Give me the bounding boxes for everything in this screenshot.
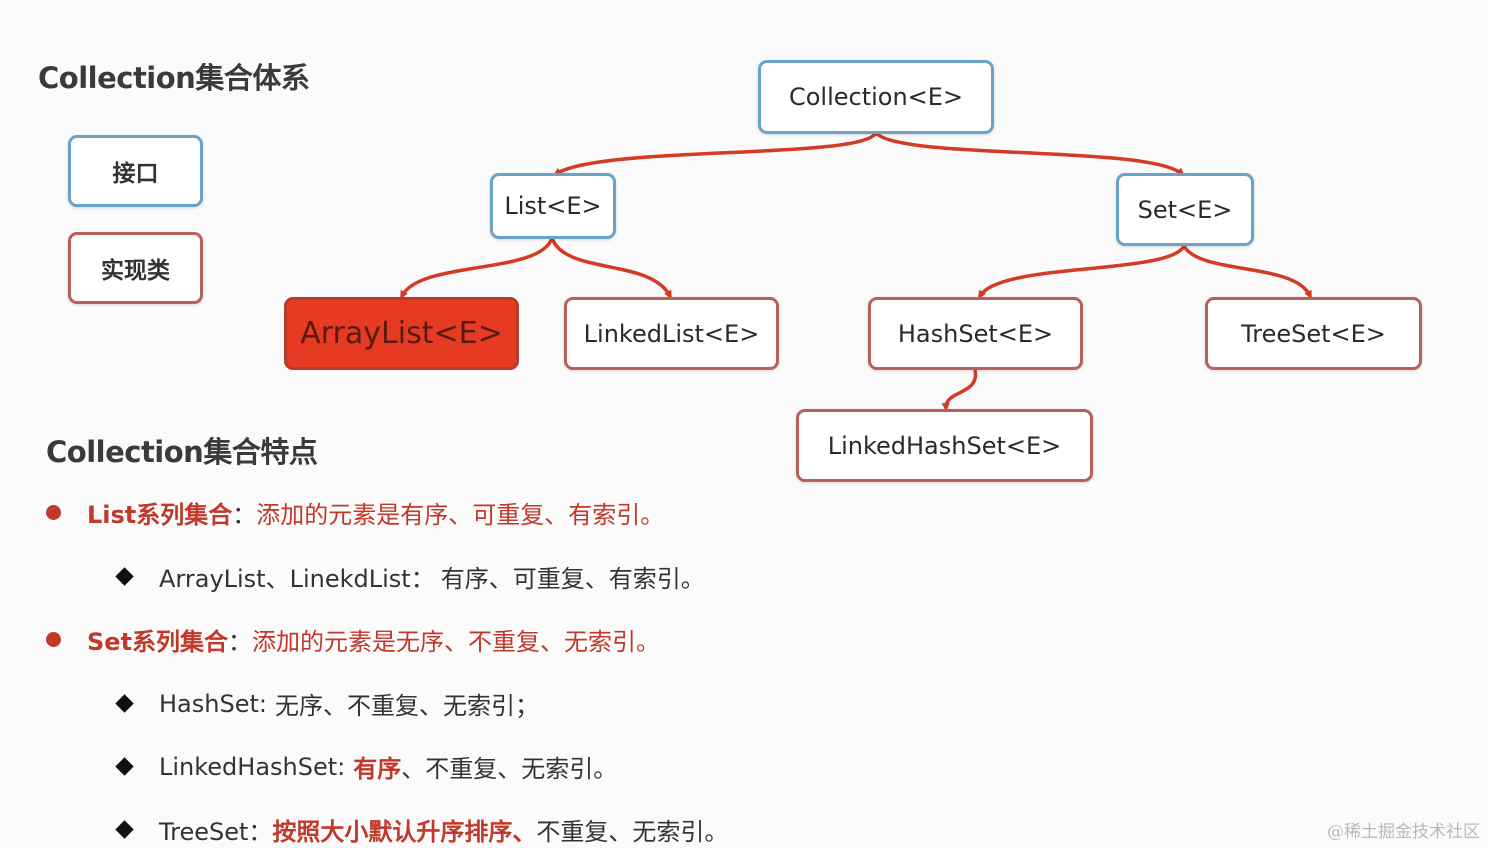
linkedhashset-feature-row: LinkedHashSet: 有序 、不重复、无索引。: [115, 749, 618, 784]
set-feature-desc: 添加的元素是无序、不重复、无索引。: [252, 628, 661, 656]
list-feature-row: List系列集合 ： 添加的元素是有序、可重复、有索引。: [46, 495, 664, 530]
arraylist-feature-label: ArrayList、LinekdList：: [159, 565, 435, 593]
bullet-dot-icon: [46, 505, 61, 520]
node-hashset: HashSet<E>: [868, 297, 1083, 370]
set-feature-row: Set系列集合 ： 添加的元素是无序、不重复、无索引。: [46, 622, 660, 657]
watermark-text: @稀土掘金技术社区: [1327, 822, 1480, 842]
treeset-feature-desc: 不重复、无索引。: [536, 818, 729, 846]
set-feature-colon: ：: [228, 628, 253, 656]
edge-set-hashset: [977, 244, 1186, 300]
treeset-feature-row: TreeSet： 按照大小默认升序排序、 不重复、无索引。: [115, 812, 729, 847]
treeset-feature-highlight: 按照大小默认升序排序、: [272, 818, 537, 846]
list-feature-desc: 添加的元素是有序、可重复、有索引。: [256, 501, 665, 529]
bullet-diamond-icon: [115, 567, 134, 586]
hashset-feature-label: HashSet:: [159, 689, 267, 718]
edge-set-treeset: [1182, 244, 1312, 300]
bullet-dot-icon: [46, 632, 61, 647]
bullet-diamond-icon: [115, 757, 134, 776]
edge-collection-list: [552, 131, 878, 177]
legend-implementation-box: 实现类: [68, 232, 203, 304]
hierarchy-title: Collection集合体系: [38, 61, 310, 95]
node-linkedhashset: LinkedHashSet<E>: [796, 409, 1093, 482]
arraylist-feature-desc: 有序、可重复、有索引。: [440, 565, 705, 593]
features-title: Collection集合特点: [46, 435, 318, 469]
node-collection: Collection<E>: [758, 60, 994, 134]
hashset-feature-desc: 无序、不重复、无索引；: [274, 692, 539, 720]
node-linkedlist: LinkedList<E>: [564, 297, 779, 370]
edge-list-arraylist: [400, 237, 554, 300]
list-feature-label: List系列集合: [87, 501, 233, 529]
node-treeset: TreeSet<E>: [1205, 297, 1422, 370]
node-collection-label: Collection<E>: [788, 83, 964, 111]
node-linkedlist-label: LinkedList<E>: [583, 319, 760, 348]
node-list: List<E>: [490, 173, 616, 239]
legend-interface-label: 接口: [112, 161, 159, 187]
node-arraylist-label: ArrayList<E>: [300, 316, 503, 351]
edge-list-linkedlist: [550, 237, 672, 300]
linkedhashset-feature-highlight: 有序: [353, 755, 402, 783]
set-feature-label: Set系列集合: [87, 628, 229, 656]
node-set: Set<E>: [1116, 173, 1254, 246]
node-arraylist: ArrayList<E>: [284, 297, 519, 370]
edge-hashset-linkedhashset: [941, 369, 978, 412]
treeset-feature-label: TreeSet：: [159, 818, 273, 846]
legend-implementation-label: 实现类: [101, 258, 170, 284]
list-feature-colon: ：: [232, 501, 257, 529]
node-set-label: Set<E>: [1137, 195, 1233, 224]
arraylist-feature-row: ArrayList、LinekdList： 有序、可重复、有索引。: [115, 559, 705, 594]
linkedhashset-feature-label: LinkedHashSet:: [159, 752, 346, 781]
edge-collection-set: [874, 131, 1185, 177]
bullet-diamond-icon: [115, 694, 134, 713]
bullet-diamond-icon: [115, 820, 134, 839]
node-hashset-label: HashSet<E>: [897, 319, 1054, 348]
node-list-label: List<E>: [504, 192, 602, 220]
linkedhashset-feature-desc: 、不重复、无索引。: [401, 755, 618, 783]
node-linkedhashset-label: LinkedHashSet<E>: [827, 431, 1062, 460]
legend-interface-box: 接口: [68, 135, 203, 207]
node-treeset-label: TreeSet<E>: [1241, 319, 1386, 348]
hashset-feature-row: HashSet: 无序、不重复、无索引；: [115, 686, 539, 721]
